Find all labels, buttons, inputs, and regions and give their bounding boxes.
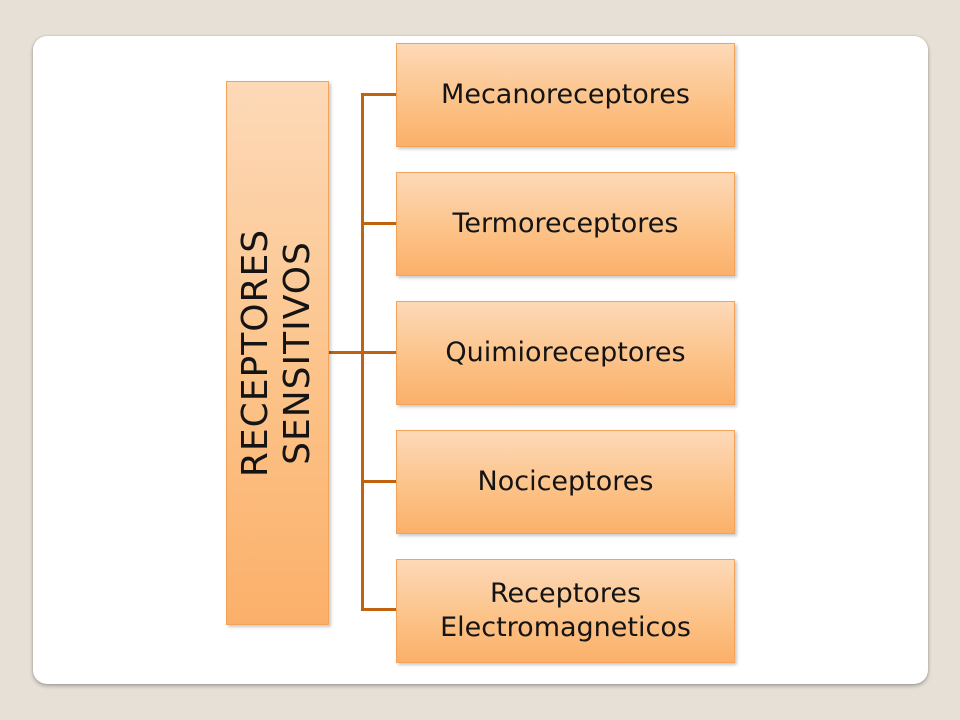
connector-branch-2 <box>361 222 396 225</box>
root-label-line1: RECEPTORES <box>235 228 277 478</box>
root-node: RECEPTORES SENSITIVOS <box>226 81 329 625</box>
connector-branch-4 <box>361 480 396 483</box>
node-nociceptores: Nociceptores <box>396 430 735 534</box>
node-termoreceptores: Termoreceptores <box>396 172 735 276</box>
node-label-line2: Electromagneticos <box>440 612 691 643</box>
node-label-line1: Receptores <box>489 578 642 609</box>
node-quimioreceptores: Quimioreceptores <box>396 301 735 405</box>
node-label: Termoreceptores <box>452 208 679 239</box>
connector-root-stub <box>329 351 363 354</box>
node-label: Quimioreceptores <box>445 337 686 368</box>
node-receptores-electromagneticos: Receptores Electromagneticos <box>396 559 735 663</box>
node-label: Nociceptores <box>477 466 654 497</box>
connector-branch-1 <box>361 93 396 96</box>
root-node-label: RECEPTORES SENSITIVOS <box>236 229 320 477</box>
connector-branch-3 <box>361 351 396 354</box>
root-label-line2: SENSITIVOS <box>277 241 319 465</box>
node-mecanoreceptores: Mecanoreceptores <box>396 43 735 147</box>
node-label: Mecanoreceptores <box>441 79 690 110</box>
connector-branch-5 <box>361 608 396 611</box>
